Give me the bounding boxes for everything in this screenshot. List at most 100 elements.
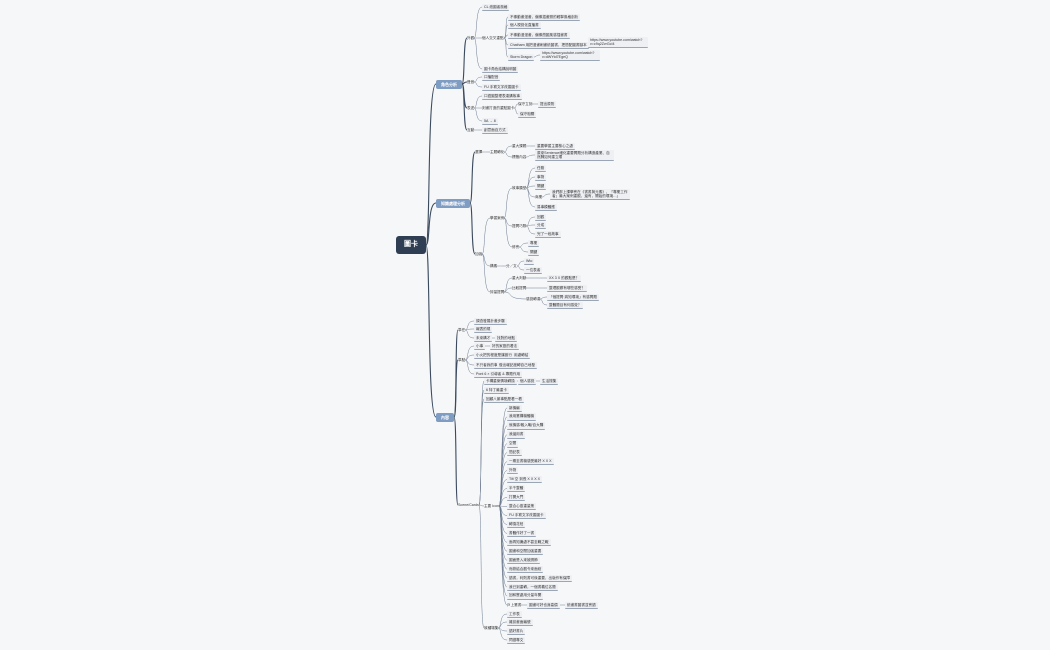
topic-node-c3di16[interactable]: 圖畫和空間加強重要 (507, 547, 544, 555)
topic-node-b2c[interactable]: 評量提問 (490, 290, 505, 294)
topic-node-b2a1[interactable]: 故事類型 (512, 186, 527, 190)
topic-node-c3d[interactable]: 主要 Icon (484, 504, 499, 508)
topic-node-b2a2c[interactable]: 完了一段故事 (535, 230, 561, 238)
topic-node-b2b[interactable]: 構素 (490, 264, 498, 268)
topic-node-c2ba[interactable]: 用處轉結 (512, 351, 531, 359)
topic-node-c3di17[interactable]: 圖面是入來被請節 (507, 556, 540, 564)
topic-node-a4a[interactable]: 創意面自方式 (482, 126, 508, 134)
topic-node-b1a2[interactable]: 標籤內容 (512, 155, 527, 159)
topic-node-b2a1b[interactable]: 事物 (535, 173, 547, 181)
topic-node-b2c2[interactable]: 比較提問 (512, 286, 527, 290)
topic-node-a1a[interactable]: CL 繪圖者風格 (482, 3, 510, 11)
topic-node-b2b1b[interactable]: 一位表者 (524, 266, 543, 274)
topic-node-b2[interactable]: 加強 (475, 252, 483, 256)
topic-node-c3di1[interactable]: 我用業構機體機 (507, 413, 537, 421)
topic-node-b2c4a[interactable]: 「個提問·將知環境」有感問題 (547, 293, 599, 301)
topic-node-a3b[interactable]: 刻畫打造的重點圖卡 (482, 106, 515, 110)
topic-node-b2a2b[interactable]: 分成 (535, 221, 547, 229)
topic-node-c3a[interactable]: 卡構重案情境轉換 (484, 377, 517, 385)
topic-node-c3di6[interactable]: 一期至書機感受最好 X X X (507, 458, 554, 466)
topic-node-c3c[interactable]: 回顧八景事點是看一看 (484, 395, 524, 403)
topic-node-c3di10[interactable]: 打開大門 (507, 494, 526, 502)
topic-node-c1b[interactable]: 報表的規 (474, 325, 493, 333)
topic-node-b2c4b[interactable]: 整體題目有何感覺？ (547, 301, 584, 309)
topic-node-b1a2a[interactable]: 原來Sentence細化重要問題分析構造產業、自然歸如何建立環 (535, 149, 614, 161)
topic-node-c3di20[interactable]: 我已到重轉，一個書義位名題 (507, 583, 558, 591)
topic-node-c3ab[interactable]: 生活搜集 (540, 377, 559, 385)
topic-node-b2c1a[interactable]: XX 3 X 的觀點是？ (547, 274, 582, 282)
topic-node-a2[interactable]: 聲音 (467, 80, 475, 84)
topic-node-b2a[interactable]: 學習案例 (490, 216, 505, 220)
topic-node-a1b5[interactable]: Storm Dragon (508, 53, 535, 61)
topic-node-c3[interactable]: Scene/Cards (458, 503, 479, 507)
topic-node-c3e4[interactable]: 閃讀專文 (507, 636, 526, 644)
topic-node-c2c[interactable]: 不只者我的事情 (474, 361, 504, 369)
topic-node-a1[interactable]: 外觀 (467, 36, 475, 40)
topic-node-a4[interactable]: 互動 (467, 128, 475, 132)
topic-node-a3b1[interactable]: 保守立刻 (518, 102, 533, 106)
main-branch-a[interactable]: 角色分析 (436, 79, 462, 89)
topic-node-c2[interactable]: 準點 (458, 358, 466, 362)
topic-node-c3di19[interactable]: 讀書，利則書可後重要，出版作有保障 (507, 574, 573, 582)
topic-node-a1b4[interactable]: Chatham 用把漫畫刷畫繪圖書，把簡配圖書腳本 (508, 41, 589, 49)
topic-node-b2a3b[interactable]: 關鍵 (528, 248, 540, 256)
main-branch-b[interactable]: 知識處理分析 (436, 198, 470, 208)
topic-node-b2a1d[interactable]: 商業 (535, 195, 543, 199)
topic-node-c3di0[interactable]: 新機編 (507, 404, 522, 412)
topic-node-b2b1[interactable]: 分／文 (506, 264, 517, 268)
topic-node-b1a[interactable]: 主題轉化 (490, 150, 505, 154)
topic-node-c1ca[interactable]: 找對的地點 (495, 334, 517, 342)
topic-node-c2ca[interactable]: 做出報記度轉自己地發 (497, 361, 537, 369)
root-topic[interactable]: 圖卡 (396, 236, 426, 254)
topic-node-c2b[interactable]: 小火把的程度是讓誰行名 (474, 351, 518, 359)
topic-node-c3di21[interactable]: 回和實處用分量年開 (507, 592, 544, 600)
topic-node-a1b1[interactable]: 不像動畫漫畫，偏像插畫照的輕擊風格剖析 (508, 13, 581, 21)
topic-node-a2a[interactable]: 口播配音 (482, 73, 501, 81)
topic-node-a1b2[interactable]: 個人視覺化直播書 (508, 21, 541, 29)
topic-node-a1b5u[interactable]: https://www.youtube.com/watch?v=dWYtd7Eg… (540, 49, 600, 61)
topic-node-c3e2[interactable]: 雜誌畫面編號 (507, 618, 533, 626)
topic-node-b2a2[interactable]: 提問巧際 (512, 224, 527, 228)
topic-node-a3c[interactable]: 5A → 8 (482, 117, 498, 125)
topic-node-a1b[interactable]: 個人交叉重點 (482, 36, 504, 40)
topic-node-c2d[interactable]: Pont 6 × 引導者 & 專題作用 (474, 370, 523, 378)
topic-node-c3di14[interactable]: 書體作好了一書 (507, 529, 537, 537)
topic-node-b2b1a[interactable]: Wto (524, 257, 535, 265)
topic-node-c3di7[interactable]: 外物 (507, 467, 519, 475)
topic-node-b2c2a[interactable]: 整理觀察有哪些感受？ (547, 284, 587, 292)
topic-node-b1[interactable]: 選擇 (475, 150, 483, 154)
topic-node-c3di3[interactable]: 我還用書 (507, 431, 526, 439)
topic-node-c3e1[interactable]: 工作表 (507, 610, 522, 618)
topic-node-c3di13[interactable]: 轉換花柏 (507, 520, 526, 529)
topic-node-b2a1e[interactable]: 易事模體應 (535, 203, 557, 211)
topic-node-a3b2[interactable]: 保守相關 (518, 110, 537, 118)
topic-node-c3dl[interactable]: 戶上業書 (507, 603, 522, 607)
topic-node-c3di12[interactable]: FU 手寫文字改善圖卡 (507, 511, 546, 520)
topic-node-c3di9[interactable]: 半千整體 (507, 485, 526, 493)
topic-node-b2c4[interactable]: 感覺轉達 (526, 297, 541, 301)
topic-node-c3dlb[interactable]: 繪畫書圖書並會讀 (565, 601, 598, 609)
topic-node-c2a[interactable]: 小事 (474, 342, 486, 350)
topic-node-a2b[interactable]: FU 手寫文字改善圖卡 (482, 83, 521, 91)
topic-node-c3di11[interactable]: 整合心靈重量策 (507, 502, 537, 511)
topic-node-b2a1c[interactable]: 關鍵 (535, 182, 547, 190)
topic-node-c1c[interactable]: 未來構才 (474, 334, 493, 342)
topic-node-c1a[interactable]: 調查發展計畫步驟 (474, 317, 507, 325)
topic-node-c3e[interactable]: 故種場集 (484, 626, 499, 630)
topic-node-b1a1a[interactable]: 重要學習主要核心之處 (535, 142, 575, 150)
topic-node-c3di15[interactable]: 面再知識處不甚至戰之戰 (507, 538, 551, 546)
topic-node-a1b4u[interactable]: https://www.youtube.com/watch?v=c9q2ZvrG… (588, 36, 648, 48)
topic-node-b2a2a[interactable]: 回觀 (535, 213, 547, 221)
topic-node-a3b1a[interactable]: 提出原則 (538, 100, 557, 108)
topic-node-a1c[interactable]: 圖卡角色結構說明圖 (482, 65, 519, 73)
topic-node-c3di18[interactable]: 而熟結合觀令來面繪 (507, 565, 544, 573)
topic-node-c3di5[interactable]: 簡記表 (507, 449, 522, 457)
topic-node-c3dla[interactable]: 圖畫可好也身高價 (527, 601, 560, 609)
topic-node-c3di2[interactable]: 就機感/融入戰/自大購 (507, 422, 546, 430)
topic-node-c3di8[interactable]: Tilt 空 到長 X X X X (507, 476, 543, 484)
topic-node-c2aa[interactable]: 好的家庭的看法 (490, 342, 520, 350)
topic-node-b2a3a[interactable]: 專業 (528, 239, 540, 247)
topic-node-b2a3[interactable]: 修會 (512, 245, 520, 249)
topic-node-b1a1[interactable]: 重大課題 (512, 144, 527, 148)
main-branch-c[interactable]: 內容 (436, 412, 454, 422)
